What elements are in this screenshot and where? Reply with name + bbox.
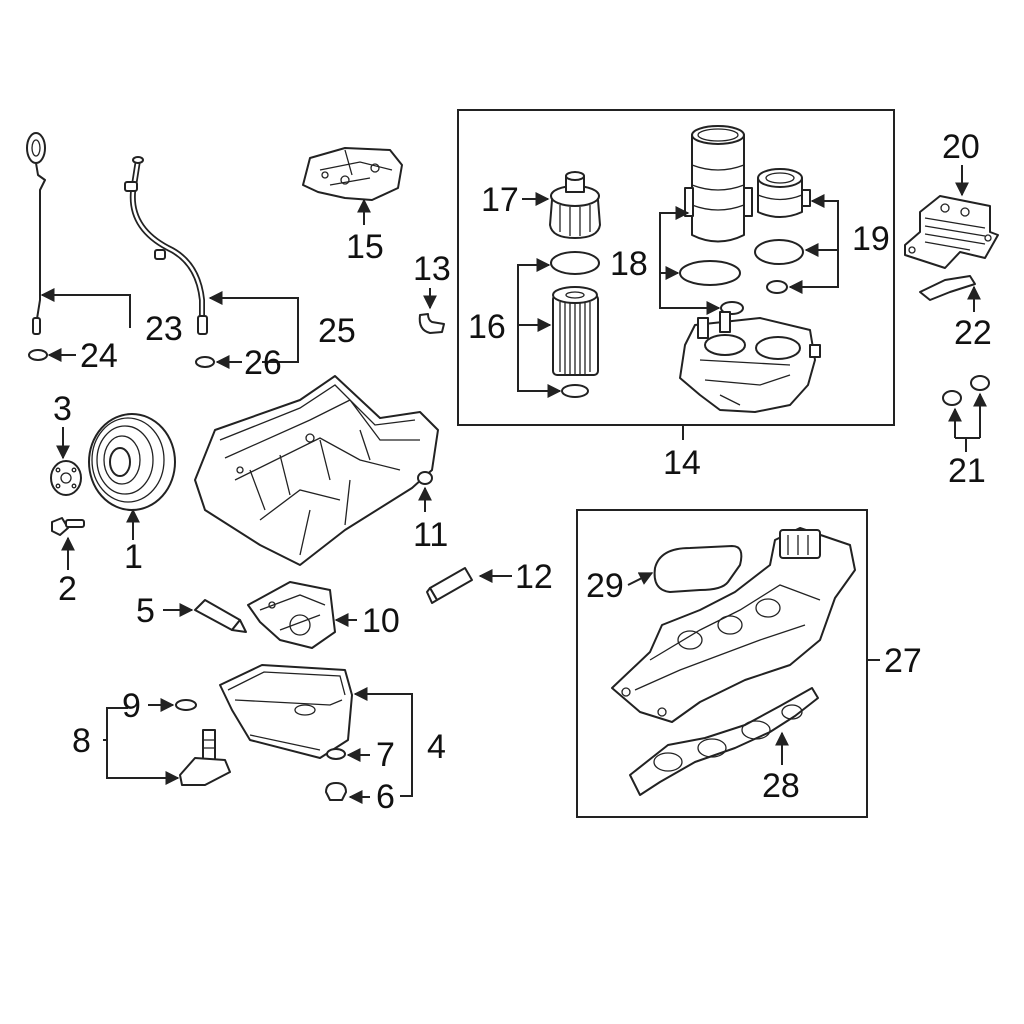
callout-21: 21 bbox=[948, 452, 986, 490]
oil-level-sensor-bottom bbox=[179, 729, 231, 786]
crankshaft-pulley bbox=[88, 413, 176, 511]
thermostat-o-ring bbox=[754, 239, 804, 265]
callout-6: 6 bbox=[376, 778, 395, 816]
callout-17: 17 bbox=[481, 181, 519, 219]
drain-plug bbox=[325, 782, 347, 801]
filter-o-ring-upper bbox=[550, 251, 600, 275]
filter-o-ring-lower bbox=[561, 384, 589, 398]
drain-plug-seal bbox=[175, 699, 197, 711]
callout-9: 9 bbox=[122, 687, 141, 725]
callout-8: 8 bbox=[72, 722, 91, 760]
oil-pump-baffle bbox=[247, 581, 336, 649]
callout-4: 4 bbox=[427, 728, 446, 766]
callout-11: 11 bbox=[413, 516, 448, 554]
callout-26: 26 bbox=[244, 344, 282, 382]
oil-filter-housing-group-box bbox=[457, 109, 895, 426]
callout-29: 29 bbox=[586, 567, 624, 605]
callout-28: 28 bbox=[762, 767, 800, 805]
dipstick-tube bbox=[124, 156, 208, 335]
oil-filter-element bbox=[552, 286, 599, 376]
callout-27: 27 bbox=[884, 642, 922, 680]
thermostat-sleeve bbox=[757, 168, 811, 218]
lower-oil-pan bbox=[219, 664, 353, 759]
oil-cooler-seal-right bbox=[970, 375, 990, 391]
callout-5: 5 bbox=[136, 592, 155, 630]
oil-cooler-gasket bbox=[919, 275, 976, 301]
pulley-bolt bbox=[51, 517, 85, 536]
oil-level-sensor bbox=[426, 567, 473, 604]
callout-16: 16 bbox=[468, 308, 506, 346]
callout-13: 13 bbox=[413, 250, 451, 288]
callout-2: 2 bbox=[58, 570, 77, 608]
callout-15: 15 bbox=[346, 228, 384, 266]
throttle-body-gasket bbox=[653, 545, 743, 593]
callout-3: 3 bbox=[53, 390, 72, 428]
callout-10: 10 bbox=[362, 602, 400, 640]
dipstick bbox=[26, 132, 46, 335]
callout-22: 22 bbox=[954, 314, 992, 352]
oil-cooler-sleeve bbox=[684, 125, 753, 243]
small-hose bbox=[418, 313, 445, 334]
oil-filter-cap bbox=[549, 171, 601, 239]
callout-1: 1 bbox=[124, 538, 143, 576]
sleeve-o-ring bbox=[679, 260, 741, 286]
dipstick-o-ring bbox=[28, 349, 48, 361]
drain-plug-washer bbox=[326, 748, 346, 760]
oil-pressure-sensor bbox=[194, 599, 247, 633]
oil-pan-plug bbox=[417, 471, 433, 485]
oil-cooler bbox=[904, 195, 999, 269]
callout-20: 20 bbox=[942, 128, 980, 166]
callout-23: 23 bbox=[145, 310, 183, 348]
intake-manifold bbox=[611, 527, 856, 723]
callout-labels: 1 2 3 4 5 6 7 8 9 10 11 12 13 14 15 16 1… bbox=[53, 128, 992, 816]
callout-24: 24 bbox=[80, 337, 118, 375]
callout-12: 12 bbox=[515, 558, 553, 596]
callout-14: 14 bbox=[663, 444, 701, 482]
oil-cooler-seal-left bbox=[942, 390, 962, 406]
thermostat-small-seal bbox=[766, 280, 788, 294]
upper-oil-pan bbox=[194, 375, 439, 566]
dipstick-tube-o-ring bbox=[195, 356, 215, 368]
pulley-washer bbox=[50, 460, 82, 496]
intake-manifold-group-box bbox=[576, 509, 868, 818]
intake-manifold-gasket bbox=[629, 687, 819, 796]
callout-18: 18 bbox=[610, 245, 648, 283]
oil-filter-housing bbox=[679, 311, 821, 413]
leader-lines bbox=[40, 165, 987, 804]
cover-plate bbox=[302, 147, 403, 201]
callout-7: 7 bbox=[376, 736, 395, 774]
callout-25: 25 bbox=[318, 312, 356, 350]
callout-19: 19 bbox=[852, 220, 890, 258]
